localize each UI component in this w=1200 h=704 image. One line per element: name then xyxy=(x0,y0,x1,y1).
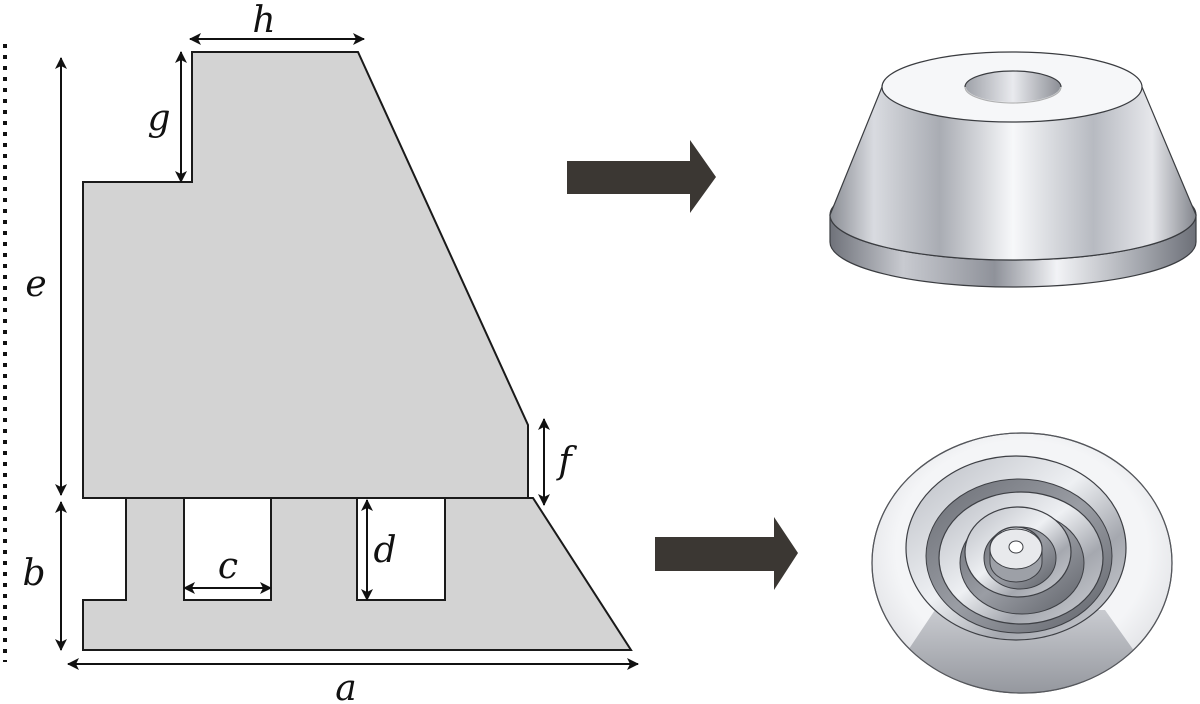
label-b: b xyxy=(22,553,45,594)
right-arrow-icon xyxy=(655,517,798,590)
lower-section-profile xyxy=(82,497,633,651)
label-h: h xyxy=(252,0,275,41)
label-a: a xyxy=(335,668,356,704)
bottom-view-3d-render xyxy=(871,432,1173,694)
label-e: e xyxy=(25,264,46,305)
label-c: c xyxy=(218,546,238,587)
label-g: g xyxy=(147,98,170,139)
cone-3d-render xyxy=(829,51,1197,288)
label-f: f xyxy=(555,441,577,482)
right-arrow-icon xyxy=(567,140,716,213)
label-d: d xyxy=(373,530,396,571)
